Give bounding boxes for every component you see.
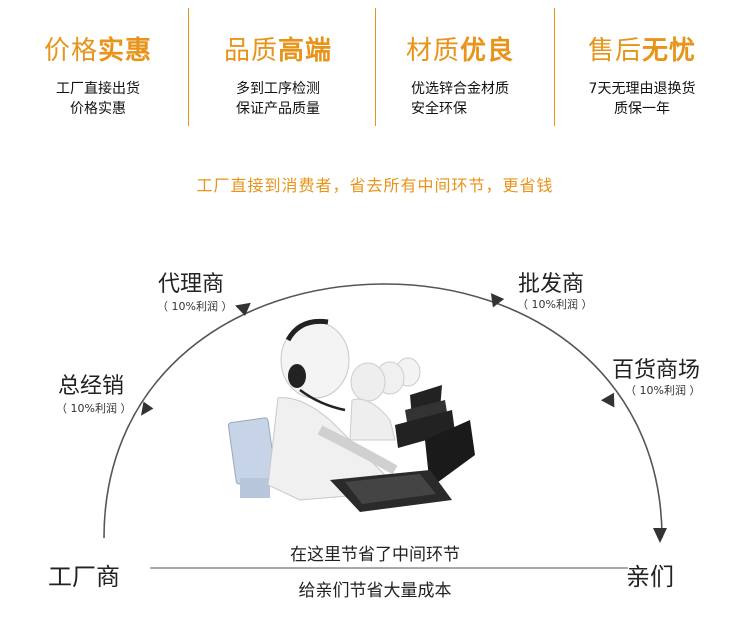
feature-desc-line: 安全环保: [411, 101, 467, 117]
feature-price: 价格实惠 工厂直接出货 价格实惠: [4, 0, 192, 119]
node-profit: （ 10%利润 ）: [157, 300, 233, 313]
node-profit: （ 10%利润 ）: [517, 298, 593, 311]
arrow-icon: [653, 528, 667, 543]
feature-title: 品质高端: [223, 36, 333, 66]
feature-desc-line: 7天无理由退换货: [588, 81, 696, 97]
arrow-icon: [600, 392, 615, 408]
savings-line-2: 给亲们节省大量成本: [298, 581, 452, 601]
support-team-illustration: [227, 318, 475, 512]
supply-arc: [103, 283, 663, 539]
start-factory: 工厂商: [48, 563, 120, 591]
divider: [554, 8, 555, 126]
node-general-distributor: 总经销: [58, 374, 125, 399]
feature-quality: 品质高端 多到工序检测 保证产品质量: [184, 0, 372, 119]
feature-title: 售后无忧: [587, 36, 697, 66]
arrow-icon: [140, 401, 154, 416]
divider: [188, 8, 189, 126]
node-agent: 代理商: [158, 272, 225, 297]
divider: [375, 8, 376, 126]
feature-title: 材质优良: [405, 36, 515, 66]
arrow-icon: [490, 293, 505, 308]
node-profit: （ 10%利润 ）: [56, 402, 132, 415]
node-department-store: 百货商场: [612, 358, 701, 383]
end-customers: 亲们: [626, 563, 674, 591]
feature-desc-line: 质保一年: [613, 101, 670, 117]
feature-title: 价格实惠: [43, 36, 153, 66]
feature-after-sales: 售后无忧 7天无理由退换货 质保一年: [548, 0, 736, 119]
node-wholesaler: 批发商: [518, 272, 585, 297]
feature-bar: 价格实惠 工厂直接出货 价格实惠 品质高端 多到工序检测 保证产品质量 材质优良…: [0, 0, 750, 150]
node-profit: （ 10%利润 ）: [625, 384, 701, 397]
feature-material: 材质优良 优选锌合金材质 安全环保: [366, 0, 554, 119]
feature-desc-line: 价格实惠: [70, 101, 126, 117]
feature-desc-line: 多到工序检测: [236, 81, 320, 97]
savings-line-1: 在这里节省了中间环节: [290, 545, 460, 565]
feature-desc-line: 保证产品质量: [236, 101, 320, 117]
feature-desc: 7天无理由退换货 质保一年: [589, 79, 696, 119]
slogan: 工厂直接到消费者，省去所有中间环节，更省钱: [196, 176, 554, 195]
feature-desc: 多到工序检测 保证产品质量: [236, 79, 320, 119]
feature-desc: 工厂直接出货 价格实惠: [56, 79, 140, 119]
feature-desc: 优选锌合金材质 安全环保: [411, 79, 509, 119]
arrow-icon: [235, 302, 251, 316]
feature-desc-line: 优选锌合金材质: [411, 81, 509, 97]
feature-desc-line: 工厂直接出货: [56, 81, 140, 97]
